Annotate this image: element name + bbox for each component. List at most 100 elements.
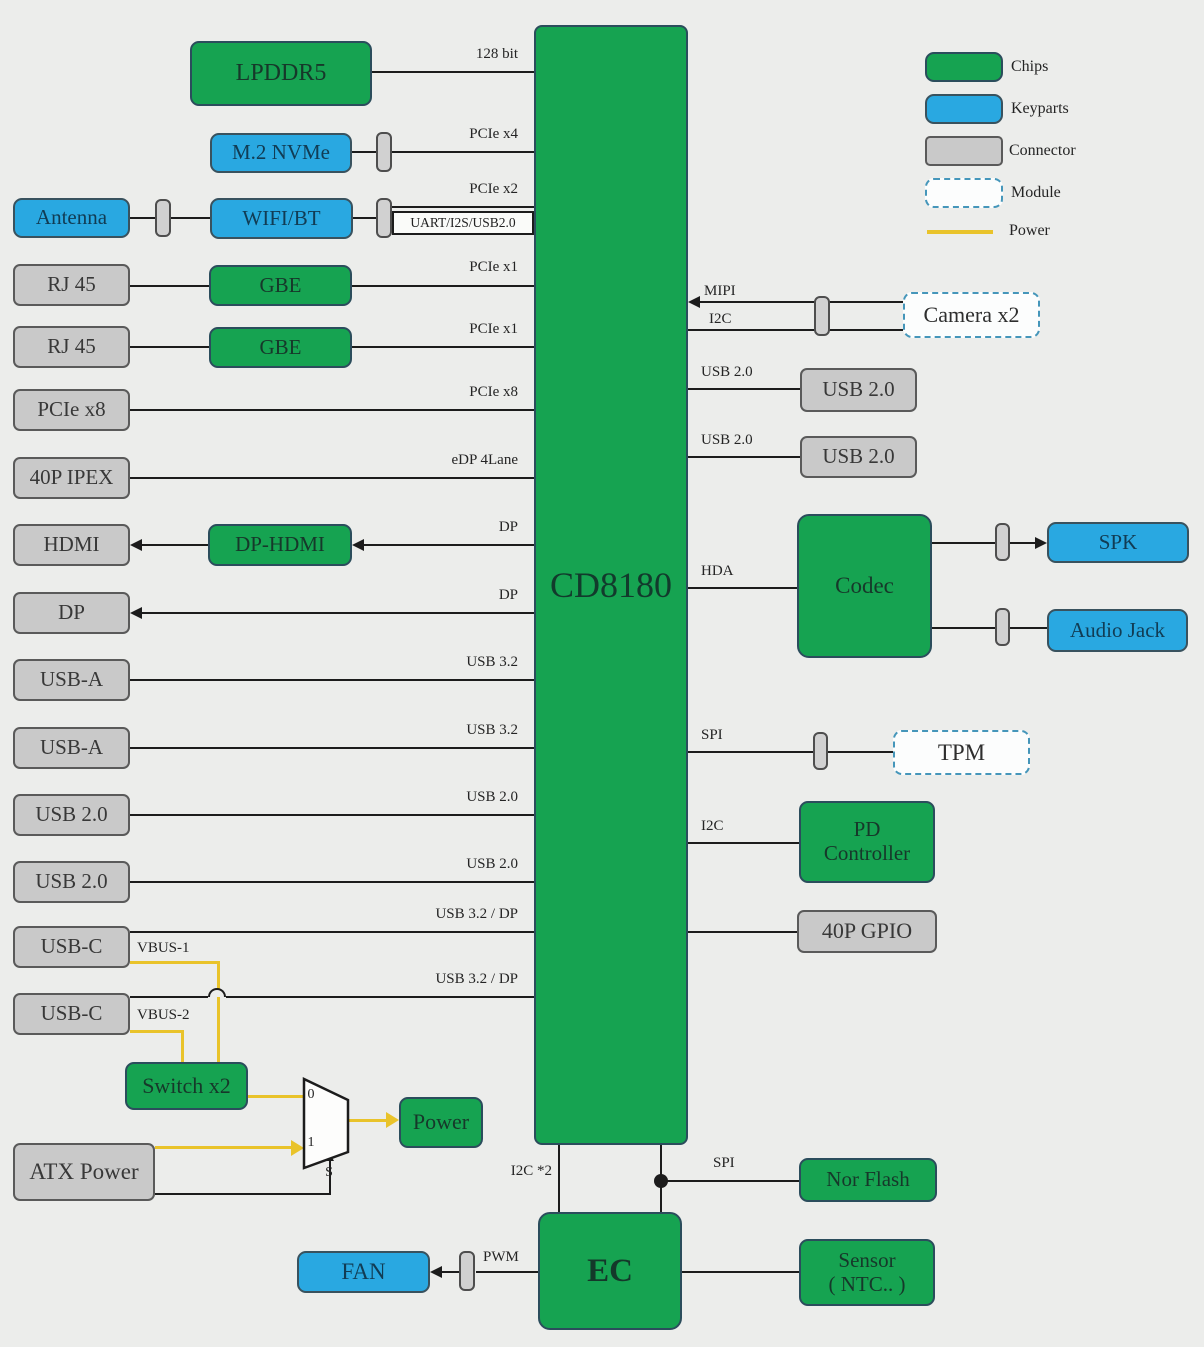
node-pd-controller: PD Controller: [799, 801, 935, 883]
node-label: USB-C: [40, 934, 103, 959]
bus-line-usb20-b: [130, 881, 534, 883]
node-usb-c-1: USB-C: [13, 926, 130, 968]
node-label: ATX Power: [29, 1159, 139, 1185]
bus-line-usb32-a: [130, 679, 534, 681]
bus-line-antenna-a: [130, 217, 156, 219]
node-pcie-x8: PCIe x8: [13, 389, 130, 431]
node-fan: FAN: [297, 1251, 430, 1293]
connector-fan: [459, 1251, 475, 1291]
bus-line-i2c-camera: [688, 329, 903, 331]
mux-select-line-v: [329, 1160, 331, 1195]
bus-line-gbe1-a: [130, 285, 209, 287]
node-label: Antenna: [35, 205, 108, 230]
bus-line-spi-nor: [661, 1180, 799, 1182]
bus-line-i2cx2-vertical: [558, 1145, 560, 1212]
bus-label-128bit: 128 bit: [475, 46, 518, 62]
bus-line-dp-a: [363, 544, 534, 546]
node-usb20-left-1: USB 2.0: [13, 794, 130, 836]
bus-line-gbe1-b: [352, 285, 534, 287]
bus-line-spi-tpm: [688, 751, 893, 753]
node-switch-x2: Switch x2: [125, 1062, 248, 1110]
bus-line-m2-b: [392, 151, 534, 153]
bus-label-pcie-x4: PCIe x4: [469, 126, 518, 142]
arrow-mipi-into-chip: [688, 296, 700, 308]
bus-label-hda: HDA: [701, 563, 734, 579]
bus-line-usb20-r2: [688, 456, 800, 458]
node-lpddr5: LPDDR5: [190, 41, 372, 106]
ec-label: EC: [587, 1252, 633, 1289]
legend-power-label: Power: [1009, 222, 1050, 239]
bus-line-usbc1: [130, 931, 534, 933]
mux-select-label: S: [325, 1165, 333, 1180]
node-usb20-right-2: USB 2.0: [800, 436, 917, 478]
node-label: Codec: [835, 573, 894, 599]
bus-label-usb20-a: USB 2.0: [466, 789, 518, 805]
bus-line-usbc2-a: [130, 996, 208, 998]
node-label: SPK: [1098, 529, 1138, 554]
node-label: USB-A: [39, 735, 103, 760]
node-label: Power: [412, 1109, 470, 1135]
connector-wifi-bt: [376, 198, 392, 238]
node-nor-flash: Nor Flash: [799, 1158, 937, 1202]
bus-label-vbus1: VBUS-1: [137, 940, 190, 956]
arrow-mux-into-power: [386, 1112, 399, 1128]
arrow-into-dp: [130, 607, 142, 619]
node-40p-ipex: 40P IPEX: [13, 457, 130, 499]
node-label: TPM: [937, 739, 986, 765]
bus-label-i2c-camera: I2C: [709, 311, 732, 327]
bus-line-dp-b: [141, 544, 208, 546]
arrow-into-fan: [430, 1266, 442, 1278]
bus-label-edp-4lane: eDP 4Lane: [451, 452, 518, 468]
bus-label-pwm: PWM: [483, 1249, 519, 1265]
power-line-switch-mux: [248, 1095, 304, 1098]
bus-label-i2c-x2: I2C *2: [510, 1163, 552, 1179]
node-label: Nor Flash: [826, 1167, 910, 1192]
bus-label-pcie-x1-b: PCIe x1: [469, 321, 518, 337]
power-line-vbus1-v: [217, 961, 220, 1063]
node-label: FAN: [341, 1259, 386, 1285]
node-label: M.2 NVMe: [232, 140, 330, 165]
bus-line-pcie-x2: [392, 206, 534, 208]
line-crossover-hop: [208, 988, 226, 997]
node-label: GBE: [259, 334, 302, 359]
node-cd8180-chip: CD8180: [534, 25, 688, 1145]
node-camera-x2: Camera x2: [903, 292, 1040, 338]
bus-label-uart-box: UART/I2S/USB2.0: [392, 211, 534, 235]
bus-label-usb20-b: USB 2.0: [466, 856, 518, 872]
legend-power-swatch: [927, 230, 993, 234]
node-rj45-1: RJ 45: [13, 264, 130, 306]
node-label: RJ 45: [47, 272, 96, 297]
node-rj45-2: RJ 45: [13, 326, 130, 368]
legend-module-label: Module: [1011, 184, 1061, 201]
arrow-atx-into-mux: [291, 1140, 304, 1156]
node-label: USB 2.0: [822, 377, 895, 402]
power-line-vbus1-h: [130, 961, 220, 964]
bus-label-spi-tpm: SPI: [701, 727, 723, 743]
node-usb-a-2: USB-A: [13, 727, 130, 769]
node-sensor-ntc: Sensor ( NTC.. ): [799, 1239, 935, 1306]
connector-antenna: [155, 199, 171, 237]
bus-line-usb20-r1: [688, 388, 800, 390]
power-line-atx-mux: [155, 1146, 292, 1149]
bus-line-pcie-x8: [130, 409, 534, 411]
legend-connector-label: Connector: [1009, 142, 1076, 159]
node-label: USB-A: [39, 667, 103, 692]
bus-label-usb20-r2: USB 2.0: [701, 432, 753, 448]
node-label: USB 2.0: [35, 869, 108, 894]
power-line-vbus2-v: [181, 1030, 184, 1063]
bus-line-pwm-a: [476, 1271, 538, 1273]
bus-label-vbus2: VBUS-2: [137, 1007, 190, 1023]
node-spk: SPK: [1047, 522, 1189, 563]
node-usb-a-1: USB-A: [13, 659, 130, 701]
bus-line-hda: [688, 587, 797, 589]
node-label-line2: Controller: [823, 841, 911, 865]
node-label: DP-HDMI: [235, 532, 325, 557]
power-line-mux-power: [348, 1119, 387, 1122]
power-line-vbus2-h: [130, 1030, 184, 1033]
node-label: RJ 45: [47, 334, 96, 359]
bus-label-i2c-pd: I2C: [701, 818, 724, 834]
power-mux: [302, 1077, 350, 1170]
bus-label-usb32-b: USB 3.2: [466, 722, 518, 738]
node-tpm: TPM: [893, 730, 1030, 775]
node-label-line2: ( NTC.. ): [828, 1271, 906, 1296]
